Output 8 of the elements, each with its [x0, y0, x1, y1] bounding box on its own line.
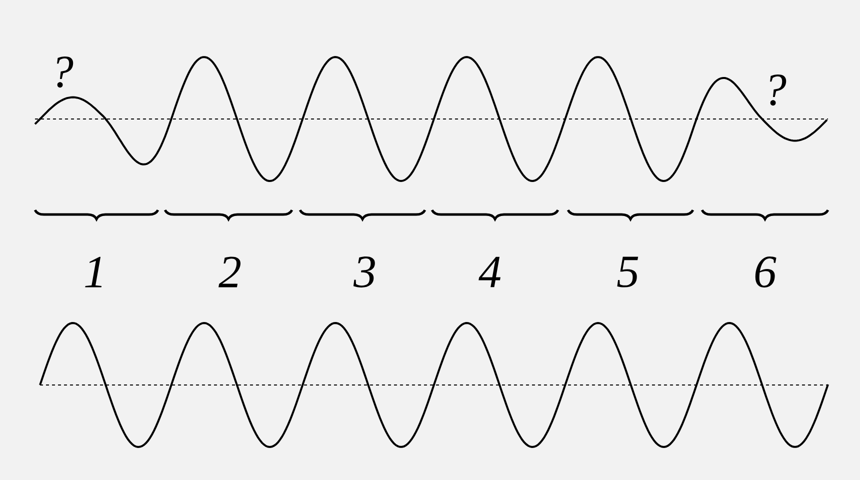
- number-label: 5: [617, 256, 638, 288]
- number-label: 4: [478, 256, 500, 288]
- question-mark: ?: [770, 74, 786, 106]
- number-label: 3: [353, 256, 375, 288]
- number-label: 6: [755, 256, 776, 288]
- question-mark: ?: [57, 56, 74, 88]
- number-label: 2: [218, 256, 240, 288]
- number-label: 1: [85, 256, 102, 288]
